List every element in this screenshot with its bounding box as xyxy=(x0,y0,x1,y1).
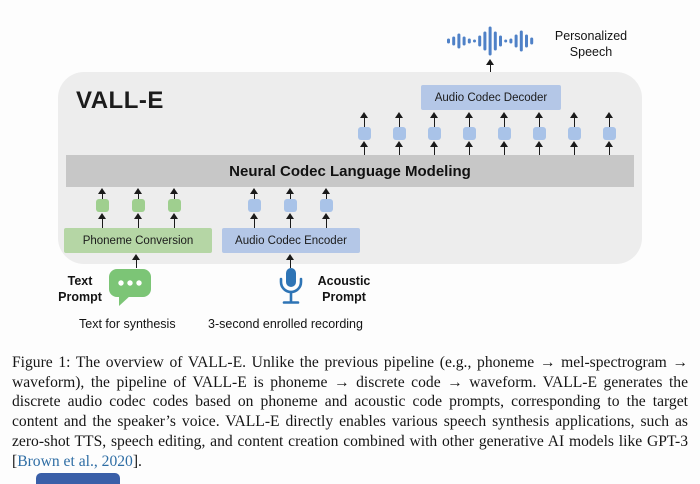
arrow-up-icon xyxy=(286,213,295,228)
output-arrows-bottom xyxy=(358,141,616,155)
arrow-up-icon xyxy=(500,141,509,155)
text-prompt-label: Text Prompt xyxy=(58,274,102,305)
blue-code-token xyxy=(463,127,476,140)
arrow-up-icon xyxy=(250,188,259,199)
audio-codec-decoder-box: Audio Codec Decoder xyxy=(421,85,561,110)
arrow-up-icon xyxy=(132,254,141,268)
citation-link[interactable]: Brown et al., 2020 xyxy=(17,452,133,470)
arrow-up-icon xyxy=(286,254,295,268)
arrow-up-icon xyxy=(322,213,331,228)
green-code-token xyxy=(96,199,109,212)
blue-code-token xyxy=(358,127,371,140)
speech-bubble-icon xyxy=(109,269,151,306)
arrow-up-icon xyxy=(430,141,439,155)
arrow-up-icon xyxy=(250,213,259,228)
arrow-up-icon xyxy=(465,141,474,155)
arrow-up-icon xyxy=(605,112,614,127)
blue-code-token xyxy=(248,199,261,212)
blue-code-token xyxy=(428,127,441,140)
arrow-up-icon xyxy=(322,188,331,199)
green-code-token xyxy=(168,199,181,212)
arrow-up-icon xyxy=(360,141,369,155)
arrow-up-icon xyxy=(570,112,579,127)
blue-code-token xyxy=(603,127,616,140)
arrow-up-icon xyxy=(430,112,439,127)
arrow-up-icon xyxy=(98,188,107,199)
phoneme-tokens xyxy=(96,199,181,212)
arrow-up-icon xyxy=(134,213,143,228)
personalized-speech-label: Personalized Speech xyxy=(554,29,628,60)
neural-codec-language-modeling-bar: Neural Codec Language Modeling xyxy=(66,155,634,187)
arrow-up-icon xyxy=(360,112,369,127)
caption-text-end: ]. xyxy=(132,452,142,470)
arrow-up-icon xyxy=(286,188,295,199)
acoustic-tokens xyxy=(248,199,333,212)
bottom-cutoff-bar xyxy=(36,473,120,484)
blue-code-token xyxy=(320,199,333,212)
blue-code-token xyxy=(568,127,581,140)
arrow-up-icon xyxy=(170,188,179,199)
audio-codec-encoder-box: Audio Codec Encoder xyxy=(222,228,360,253)
text-for-synthesis-label: Text for synthesis xyxy=(79,317,176,331)
figure-caption: Figure 1: The overview of VALL-E. Unlike… xyxy=(12,353,688,471)
phoneme-arrows-bottom xyxy=(96,213,181,228)
output-arrows-top xyxy=(358,112,616,127)
arrow-up-icon xyxy=(134,188,143,199)
phoneme-arrows-top xyxy=(96,188,181,199)
waveform-icon xyxy=(447,26,534,56)
arrow-up-icon xyxy=(605,141,614,155)
output-code-tokens xyxy=(358,127,616,140)
arrow-up-icon xyxy=(570,141,579,155)
arrow-up-icon xyxy=(465,112,474,127)
acoustic-arrows-top xyxy=(248,188,333,199)
arrow-up-icon xyxy=(395,141,404,155)
phoneme-conversion-box: Phoneme Conversion xyxy=(64,228,212,253)
arrow-up-icon xyxy=(395,112,404,127)
blue-code-token xyxy=(284,199,297,212)
arrow-up-icon xyxy=(170,213,179,228)
microphone-icon xyxy=(279,268,303,304)
acoustic-prompt-label: Acoustic Prompt xyxy=(317,274,371,305)
arrow-up-icon xyxy=(535,141,544,155)
figure-title: VALL-E xyxy=(76,87,164,114)
arrow-up-icon xyxy=(98,213,107,228)
blue-code-token xyxy=(498,127,511,140)
enrolled-recording-label: 3-second enrolled recording xyxy=(208,317,363,331)
blue-code-token xyxy=(393,127,406,140)
blue-code-token xyxy=(533,127,546,140)
arrow-up-icon xyxy=(500,112,509,127)
arrow-up-icon xyxy=(535,112,544,127)
green-code-token xyxy=(132,199,145,212)
caption-text: Figure 1: The overview of VALL-E. Unlike… xyxy=(12,354,688,470)
acoustic-arrows-bottom xyxy=(248,213,333,228)
